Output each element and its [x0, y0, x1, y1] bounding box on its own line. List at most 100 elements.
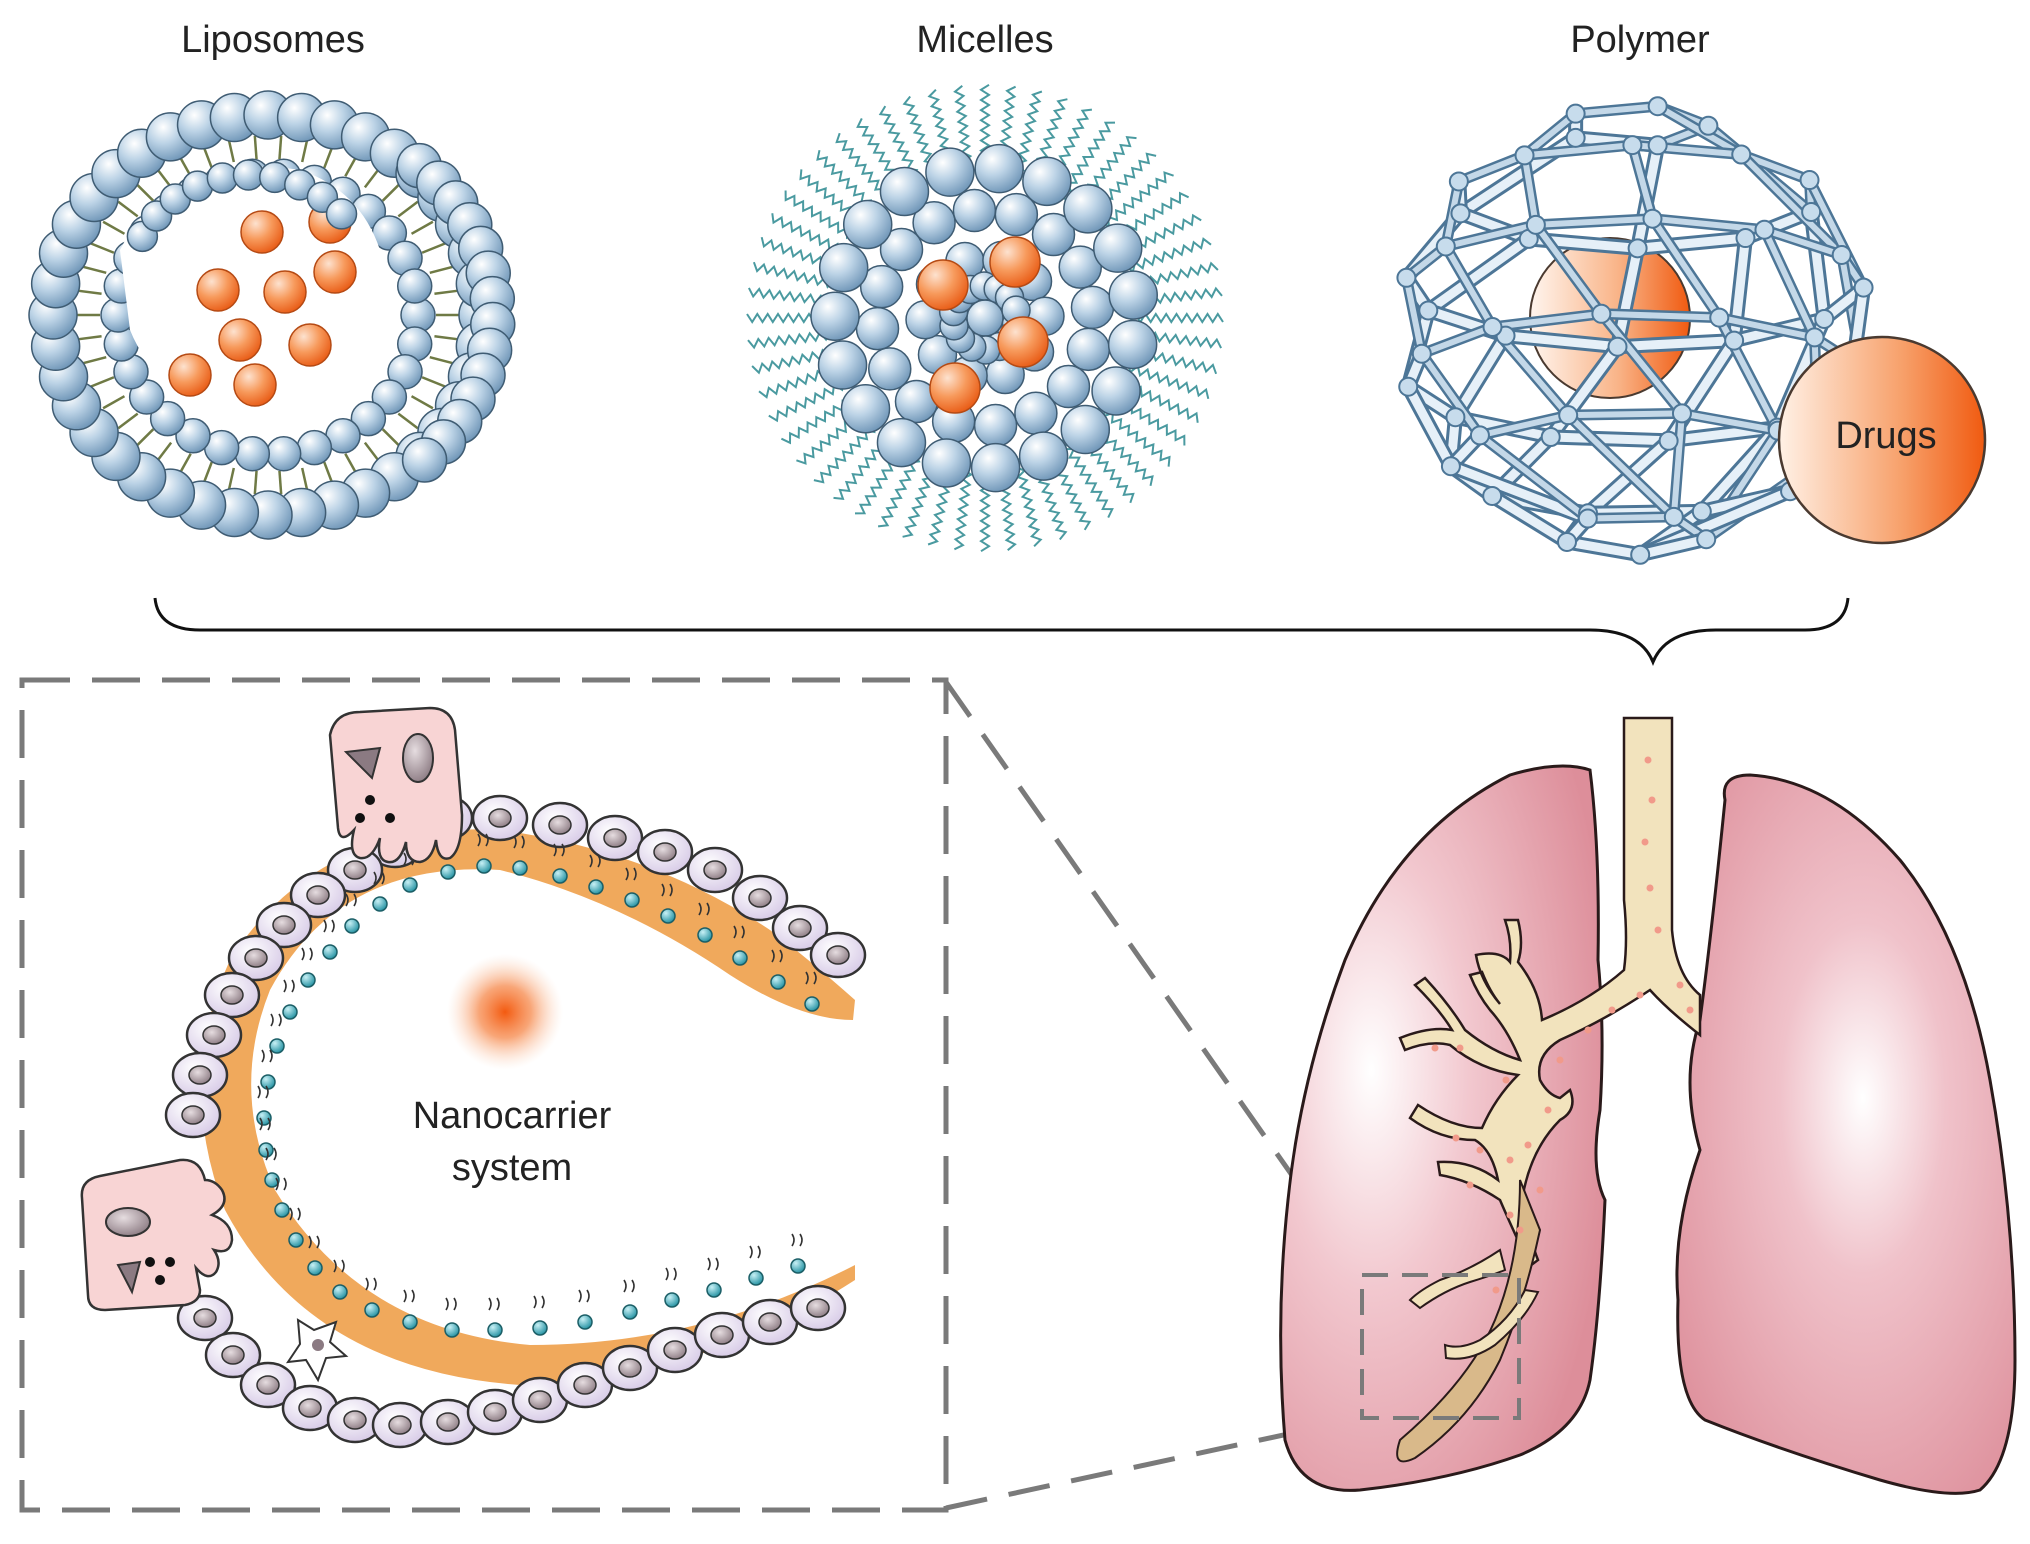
- receptor-tail: [553, 843, 565, 857]
- micelle-head: [818, 242, 869, 293]
- airway-particle: [1476, 1146, 1484, 1154]
- receptor-head: [444, 1322, 460, 1338]
- macrophage-icon: [80, 1158, 234, 1312]
- micelle-head: [1031, 212, 1076, 257]
- micelle-head: [1060, 404, 1111, 455]
- lung-icon: [1279, 716, 2017, 1495]
- receptor-head: [577, 1314, 593, 1330]
- airway-particle: [1676, 981, 1684, 989]
- cell-nucleus: [548, 815, 572, 835]
- cell-nucleus: [188, 1065, 212, 1085]
- receptor-head: [402, 1314, 418, 1330]
- micelle-head: [855, 306, 900, 351]
- receptor-head: [532, 1320, 548, 1336]
- lipid-head: [396, 268, 433, 304]
- airway-particle: [1644, 756, 1652, 764]
- polymer-node: [1448, 171, 1469, 192]
- receptor-tail: [261, 1049, 273, 1063]
- airway-particle: [1636, 991, 1644, 999]
- cell-nucleus: [488, 808, 512, 828]
- cell-nucleus: [306, 885, 330, 905]
- polymer-cage-icon: [1396, 96, 1874, 565]
- cell-nucleus: [436, 1412, 460, 1432]
- polymer-node: [1482, 485, 1503, 506]
- drug-sphere-icon: [233, 363, 277, 407]
- cell-nucleus: [618, 1358, 642, 1378]
- lipid-tail: [117, 200, 139, 218]
- lipid-tail: [227, 138, 236, 163]
- drug-sphere-icon: [929, 362, 981, 414]
- polymer-node: [1691, 501, 1712, 522]
- airway-particle: [1654, 926, 1662, 934]
- lipid-tail: [102, 220, 126, 235]
- bronchiole-branch: [1408, 1248, 1507, 1310]
- receptor-tail: [323, 919, 335, 933]
- polymer-node: [1450, 203, 1471, 224]
- polymer-node: [1622, 135, 1643, 156]
- lipid-head: [149, 400, 186, 437]
- receptor-tail: [265, 1147, 277, 1161]
- polymer-node: [1642, 208, 1663, 229]
- airway-particle: [1686, 1006, 1694, 1014]
- bronchiole-branch: [1443, 1288, 1540, 1360]
- drug-sphere-icon: [196, 268, 240, 312]
- lipid-tail: [117, 412, 139, 430]
- polymer-node: [1411, 343, 1432, 364]
- receptor-tail: [625, 867, 637, 881]
- micelle-head: [1108, 270, 1158, 320]
- polymer-node: [1709, 307, 1730, 328]
- micelles-title: Micelles: [916, 19, 1053, 61]
- cell-nucleus: [806, 1298, 830, 1318]
- lipid-head: [371, 379, 408, 415]
- nanocarrier-glow: [447, 954, 563, 1070]
- lipid-head: [234, 435, 271, 472]
- micelle-head: [973, 403, 1018, 448]
- receptor-head: [256, 1110, 272, 1126]
- receptor-tail: [513, 835, 525, 849]
- micelle-head: [817, 340, 868, 390]
- lipid-tail: [90, 242, 115, 254]
- lipid-tail: [155, 441, 173, 463]
- airway-particle: [1648, 796, 1656, 804]
- polymer-node: [1724, 330, 1745, 351]
- receptor-head: [282, 1004, 298, 1020]
- polymer-node: [1435, 236, 1456, 257]
- drug-sphere-icon: [263, 270, 307, 314]
- micelle-head: [840, 383, 891, 434]
- polymer-node: [1440, 456, 1461, 477]
- receptor-head: [697, 927, 713, 943]
- receptor-head: [588, 879, 604, 895]
- lipid-tail: [300, 138, 309, 163]
- lipid-tail: [363, 167, 381, 189]
- receptor-head: [732, 950, 748, 966]
- receptor-tail: [333, 1259, 345, 1273]
- right-lung: [1675, 773, 2017, 1495]
- receptor-head: [770, 974, 786, 990]
- receptor-tail: [733, 925, 745, 939]
- cell-nucleus: [202, 1025, 226, 1045]
- receptor-head: [487, 1322, 503, 1338]
- lipid-tail: [323, 145, 334, 169]
- drug-sphere-icon: [1777, 335, 1987, 545]
- lipid-tail: [421, 242, 446, 254]
- micelle-head: [859, 264, 904, 309]
- receptor-head: [440, 864, 456, 880]
- micelle-head: [1091, 366, 1141, 416]
- drug-sphere-icon: [997, 316, 1049, 368]
- airway-particle: [1456, 1044, 1464, 1052]
- nanocarrier-label-line2: system: [452, 1147, 572, 1189]
- micelle-head: [974, 143, 1024, 194]
- receptor-head: [260, 1074, 276, 1090]
- lung-zoom-region: [1360, 1273, 1521, 1420]
- lipid-head: [350, 400, 387, 437]
- receptor-head: [269, 1038, 285, 1054]
- liposome-icon: [28, 90, 516, 540]
- airway-particle: [1431, 1044, 1439, 1052]
- lipid-tail: [429, 265, 455, 275]
- cell-nucleus: [603, 828, 627, 848]
- lipid-tail: [278, 135, 283, 160]
- micelle-head: [994, 192, 1039, 237]
- receptor-head: [552, 868, 568, 884]
- receptor-head: [288, 1232, 304, 1248]
- lipid-tail: [202, 145, 213, 169]
